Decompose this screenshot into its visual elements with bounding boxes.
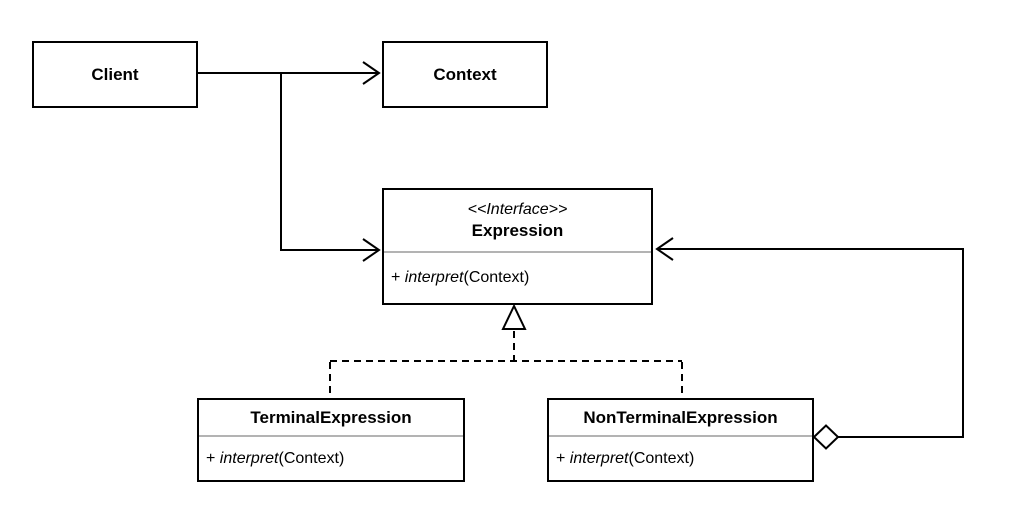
expression-stereotype: <<Interface>> xyxy=(467,201,568,218)
aggregation-diamond-icon xyxy=(812,424,840,450)
class-name-non-terminal-expression: NonTerminalExpression xyxy=(583,408,778,427)
realization-links xyxy=(329,303,683,397)
expression-method-interpret: + interpret(Context) xyxy=(391,269,529,287)
method-visibility: + xyxy=(206,449,220,467)
association-client-to-context xyxy=(198,61,381,85)
class-box-client: Client xyxy=(32,41,198,108)
class-name-expression: Expression xyxy=(471,221,564,240)
method-visibility: + xyxy=(556,449,570,467)
nonterminal-methods-compartment: + interpret(Context) xyxy=(549,435,812,480)
method-name: interpret xyxy=(219,449,279,467)
method-params: (Context) xyxy=(278,449,345,467)
method-name: interpret xyxy=(569,449,629,467)
terminal-method-interpret: + interpret(Context) xyxy=(206,450,344,468)
class-box-context: Context xyxy=(382,41,548,108)
method-visibility: + xyxy=(391,269,405,286)
nonterminal-method-interpret: + interpret(Context) xyxy=(556,450,694,468)
class-name-client: Client xyxy=(91,65,139,84)
terminal-title-compartment: TerminalExpression xyxy=(199,400,463,435)
method-params: (Context) xyxy=(628,449,695,467)
class-name-context: Context xyxy=(433,65,497,84)
class-box-non-terminal-expression: NonTerminalExpression + interpret(Contex… xyxy=(547,398,814,482)
nonterminal-title-compartment: NonTerminalExpression xyxy=(549,400,812,435)
open-arrowhead-icon xyxy=(655,237,674,261)
expression-title-compartment: <<Interface>> Expression xyxy=(384,190,651,251)
expression-methods-compartment: + interpret(Context) xyxy=(384,251,651,303)
class-box-expression: <<Interface>> Expression + interpret(Con… xyxy=(382,188,653,305)
open-arrowhead-icon xyxy=(362,61,381,85)
class-box-terminal-expression: TerminalExpression + interpret(Context) xyxy=(197,398,465,482)
method-name: interpret xyxy=(404,269,464,286)
open-arrowhead-icon xyxy=(362,238,381,262)
association-client-to-expression xyxy=(280,73,381,262)
aggregation-nonterminal-to-expression xyxy=(655,237,964,450)
realization-triangle-icon xyxy=(501,303,527,330)
class-name-terminal-expression: TerminalExpression xyxy=(250,408,412,427)
method-params: (Context) xyxy=(463,269,530,286)
terminal-methods-compartment: + interpret(Context) xyxy=(199,435,463,480)
